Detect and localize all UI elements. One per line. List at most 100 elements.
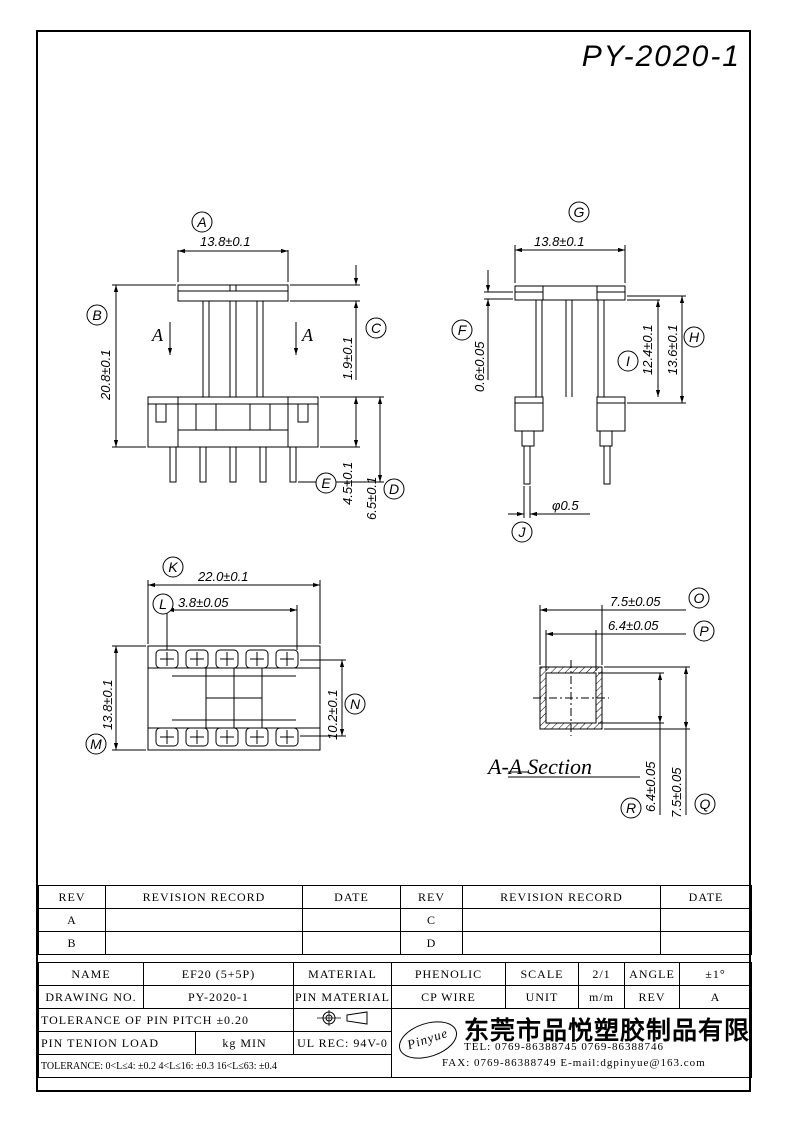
rev-label: REV: [624, 985, 680, 1009]
front-view: [112, 248, 384, 483]
revision-record-header: REVISION RECORD: [105, 885, 303, 909]
title-block: NAME EF20 (5+5P) MATERIAL PHENOLIC SCALE…: [38, 962, 752, 1078]
rev-value: A: [679, 985, 752, 1009]
dimension-texts: 13.8±0.1 20.8±0.1 1.9±0.1 6.5±0.1 4.5±0.…: [98, 234, 684, 818]
date-header-2: DATE: [660, 885, 752, 909]
table-row: A C: [38, 908, 752, 932]
table-row: DRAWING NO. PY-2020-1 PIN MATERIAL CP WI…: [38, 985, 752, 1009]
record-cell: [105, 931, 303, 955]
rev-cell: A: [38, 908, 106, 932]
revision-record-header-2: REVISION RECORD: [462, 885, 661, 909]
pin-material-label: PIN MATERIAL: [293, 985, 392, 1009]
section-mark-right: A: [301, 325, 314, 345]
label-q: Q: [700, 796, 711, 812]
pin-material-value: CP WIRE: [391, 985, 506, 1009]
pin-tension-label: PIN TENION LOAD: [38, 1031, 196, 1055]
ul-rec: UL REC: 94V-0: [293, 1031, 392, 1055]
label-l: L: [159, 596, 167, 612]
label-g: G: [574, 204, 585, 220]
name-value: EF20 (5+5P): [143, 962, 294, 986]
unit-label: UNIT: [505, 985, 579, 1009]
date-header: DATE: [302, 885, 401, 909]
table-row: NAME EF20 (5+5P) MATERIAL PHENOLIC SCALE…: [38, 962, 752, 986]
name-label: NAME: [38, 962, 144, 986]
dim-n: 10.2±0.1: [325, 689, 340, 740]
company-block: Pinyue 东莞市品悦塑胶制品有限公司 TEL: 0769-86388745 …: [391, 1008, 752, 1078]
rev-header-2: REV: [400, 885, 463, 909]
drawing-number: PY-2020-1: [581, 40, 741, 73]
rev-cell: B: [38, 931, 106, 955]
label-b: B: [92, 307, 101, 323]
date-cell: [660, 931, 752, 955]
label-letters: A B C D E F G H I J K L M N O P Q R: [90, 204, 710, 816]
company-name: 东莞市品悦塑胶制品有限公司: [464, 1016, 751, 1045]
label-r: R: [626, 800, 636, 816]
dim-b: 20.8±0.1: [98, 349, 113, 401]
section-mark-left: A: [151, 325, 164, 345]
date-cell: [302, 931, 401, 955]
dim-i: 12.4±0.1: [640, 324, 655, 375]
scale-label: SCALE: [505, 962, 579, 986]
table-row: PIN TENION LOAD kg MIN UL REC: 94V-0: [38, 1031, 752, 1055]
company-tel: TEL: 0769-86388745 0769-86388746: [464, 1041, 665, 1053]
record-cell: [105, 908, 303, 932]
angle-value: ±1°: [679, 962, 752, 986]
dim-p: 6.4±0.05: [608, 618, 659, 633]
label-j: J: [518, 524, 527, 540]
label-p: P: [699, 623, 709, 639]
revision-header-row: REV REVISION RECORD DATE REV REVISION RE…: [38, 885, 752, 909]
label-e: E: [321, 475, 331, 491]
record-cell: [462, 931, 661, 955]
tolerance-pitch: TOLERANCE OF PIN PITCH ±0.20: [38, 1008, 294, 1032]
dim-l: 3.8±0.05: [178, 595, 229, 610]
record-cell: [462, 908, 661, 932]
dim-j: φ0.5: [552, 498, 579, 513]
bottom-view: [112, 580, 346, 751]
dim-f: 0.6±0.05: [472, 341, 487, 392]
label-i: I: [626, 353, 630, 369]
rev-cell: D: [400, 931, 463, 955]
tolerance-ranges: TOLERANCE: 0<L≤4: ±0.2 4<L≤16: ±0.3 16<L…: [38, 1054, 392, 1078]
dim-r: 6.4±0.05: [643, 761, 658, 812]
label-f: F: [458, 322, 468, 338]
section-caption: A-A Section: [486, 754, 592, 779]
side-view: [484, 245, 686, 518]
label-h: H: [689, 329, 700, 345]
projection-symbol: [293, 1008, 392, 1032]
dim-d: 6.5±0.1: [364, 477, 379, 520]
section-view: [508, 605, 690, 815]
dim-q: 7.5±0.05: [669, 767, 684, 818]
label-c: C: [371, 320, 382, 336]
section-marks: A A A-A Section: [151, 325, 592, 779]
table-row: TOLERANCE OF PIN PITCH ±0.20 Pinyue 东莞市品…: [38, 1008, 752, 1078]
material-value: PHENOLIC: [391, 962, 506, 986]
company-fax: FAX: 0769-86388749 E-mail:dgpinyue@163.c…: [442, 1057, 706, 1069]
label-a: A: [196, 214, 206, 230]
label-k: K: [168, 559, 178, 575]
table-row: TOLERANCE: 0<L≤4: ±0.2 4<L≤16: ±0.3 16<L…: [38, 1054, 752, 1078]
label-d: D: [389, 481, 399, 497]
dim-k: 22.0±0.1: [197, 569, 249, 584]
rev-cell: C: [400, 908, 463, 932]
date-cell: [302, 908, 401, 932]
dim-g: 13.8±0.1: [534, 234, 585, 249]
drawing-no-value: PY-2020-1: [143, 985, 294, 1009]
drawing-no-label: DRAWING NO.: [38, 985, 144, 1009]
rev-header: REV: [38, 885, 106, 909]
dim-c: 1.9±0.1: [340, 337, 355, 380]
material-label: MATERIAL: [293, 962, 392, 986]
label-m: M: [90, 736, 102, 752]
dim-h: 13.6±0.1: [665, 324, 680, 375]
pin-tension-value: kg MIN: [195, 1031, 294, 1055]
date-cell: [660, 908, 752, 932]
technical-drawing: A B C D E F G H I J K L M N O P Q R 13.8…: [85, 201, 716, 819]
angle-label: ANGLE: [624, 962, 680, 986]
dim-m: 13.8±0.1: [100, 679, 115, 730]
label-n: N: [350, 696, 361, 712]
projection-icon: [316, 1010, 367, 1026]
drawing-frame: [36, 30, 751, 1092]
scale-value: 2/1: [578, 962, 625, 986]
revision-table: REV REVISION RECORD DATE REV REVISION RE…: [38, 885, 752, 955]
dim-e: 4.5±0.1: [340, 462, 355, 505]
label-o: O: [694, 590, 705, 606]
